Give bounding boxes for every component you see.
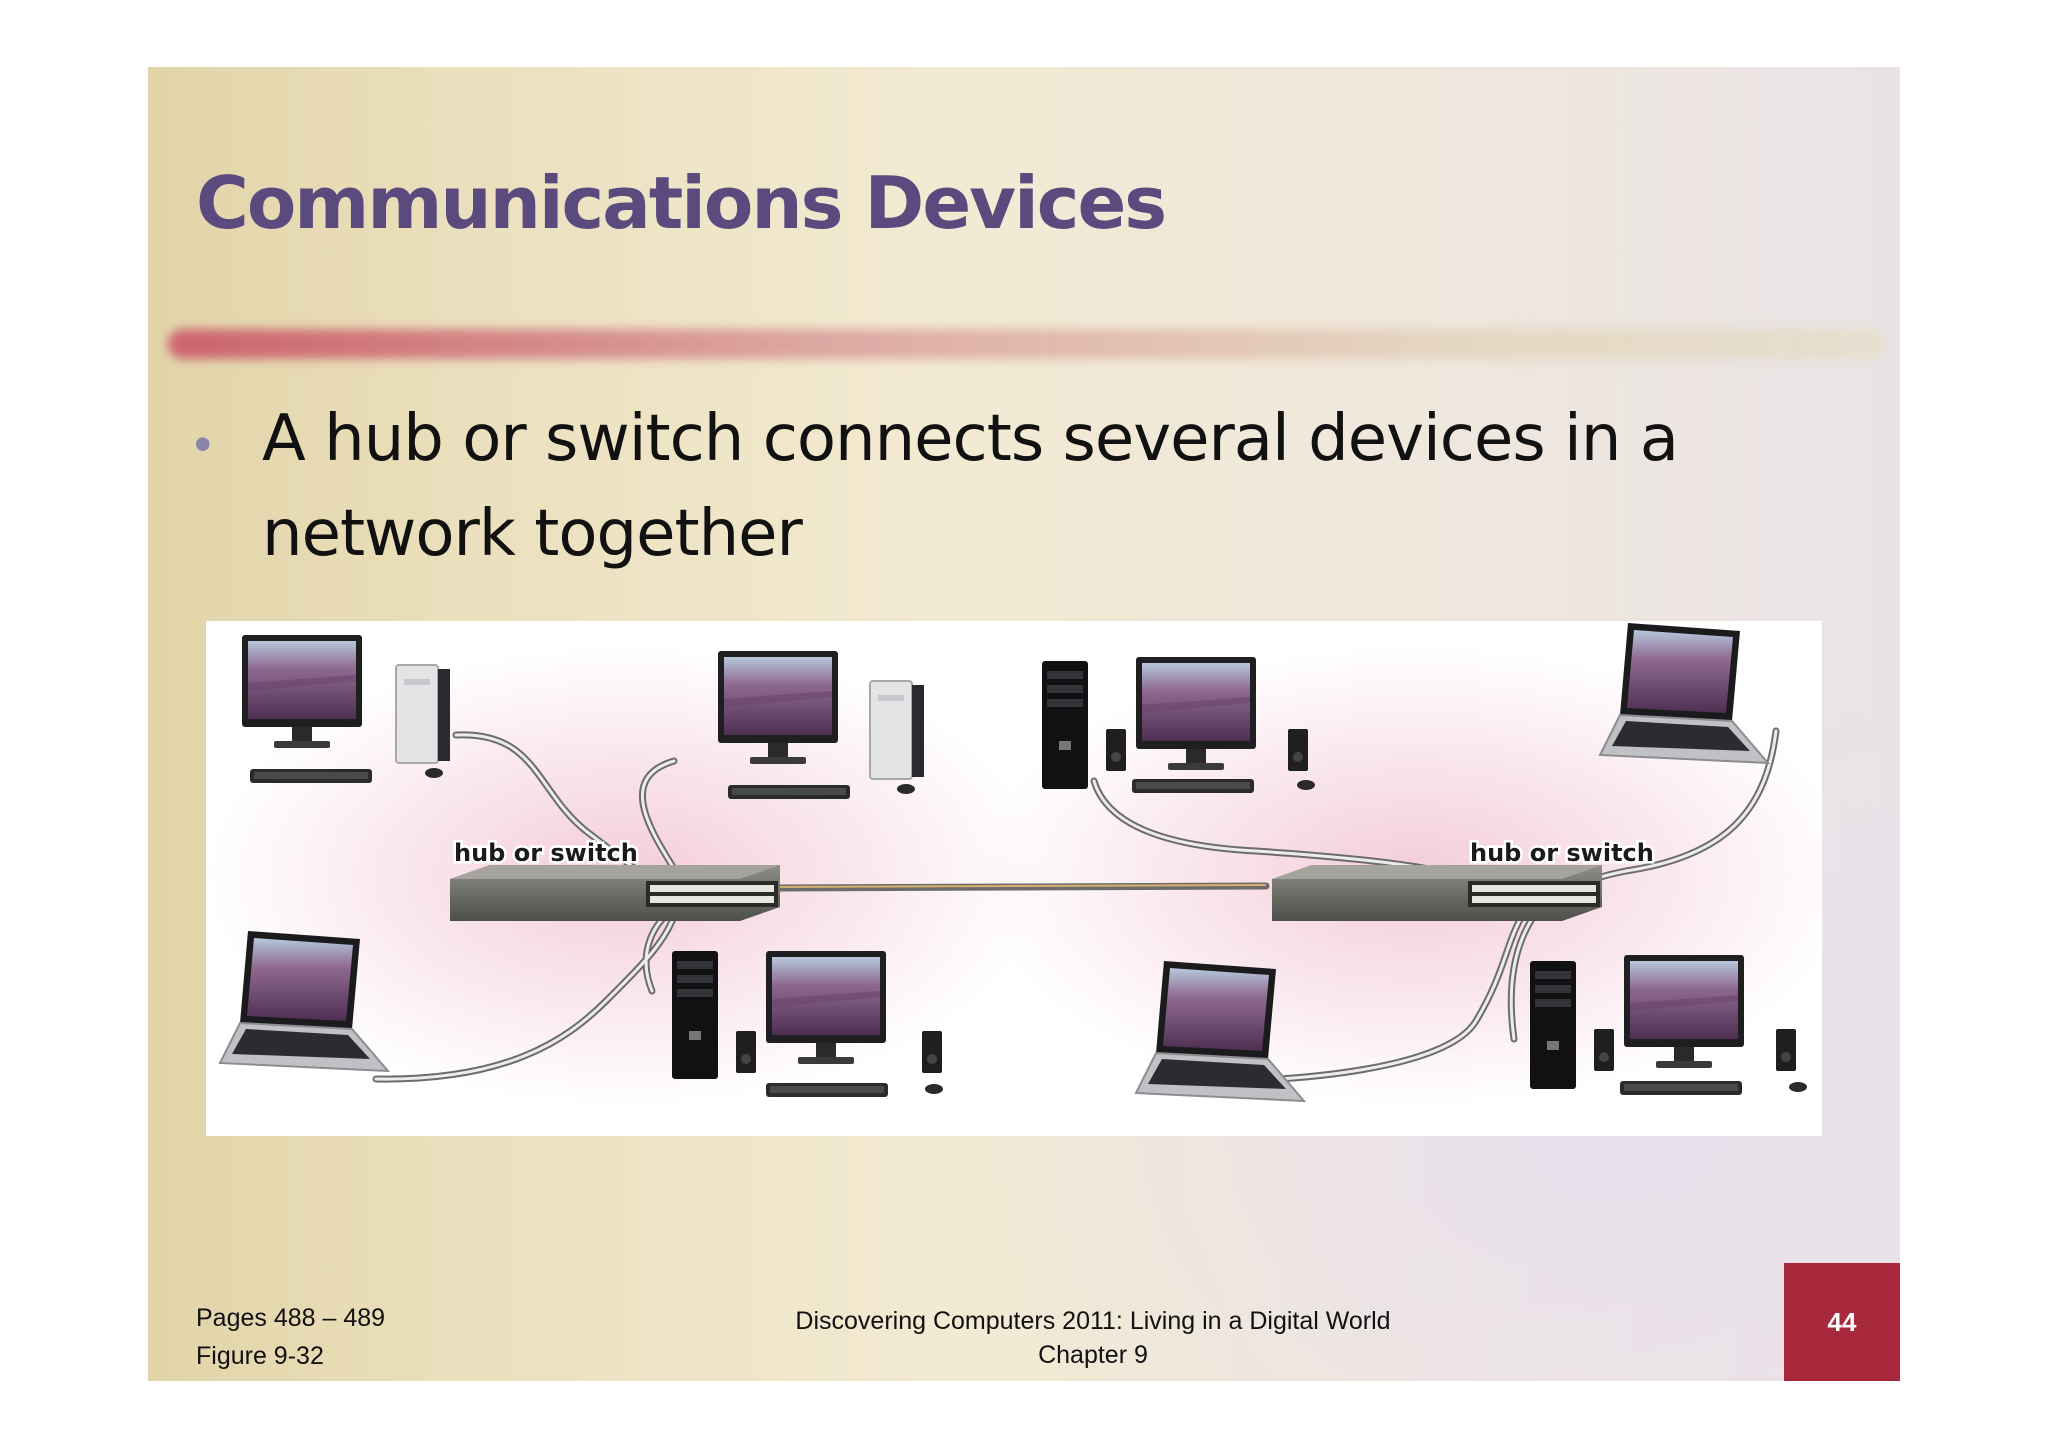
book-title: Discovering Computers 2011: Living in a … [795, 1307, 1391, 1335]
laptop-icon [1599, 622, 1769, 764]
footer-book-info: Discovering Computers 2011: Living in a … [708, 1304, 1478, 1372]
figure-reference: Figure 9-32 [196, 1342, 324, 1370]
page-number-badge: 44 [1784, 1263, 1900, 1381]
slide: Communications Devices • A hub or switch… [148, 67, 1900, 1381]
slide-title: Communications Devices [196, 161, 1167, 245]
hub-label-right: hub or switch [1470, 839, 1654, 867]
pages-reference: Pages 488 – 489 [196, 1304, 386, 1332]
bullet-text: A hub or switch connects several devices… [262, 402, 1679, 571]
hub-switch-icon [1272, 865, 1602, 921]
hub-label-left: hub or switch [454, 839, 638, 867]
bullet-icon: • [194, 416, 212, 472]
chapter-label: Chapter 9 [1038, 1341, 1148, 1369]
footer-references: Pages 488 – 489 Figure 9-32 [196, 1299, 385, 1375]
network-figure: hub or switch hub or switch [206, 621, 1822, 1136]
hub-switch-icon [450, 865, 780, 921]
title-divider [168, 329, 1888, 359]
